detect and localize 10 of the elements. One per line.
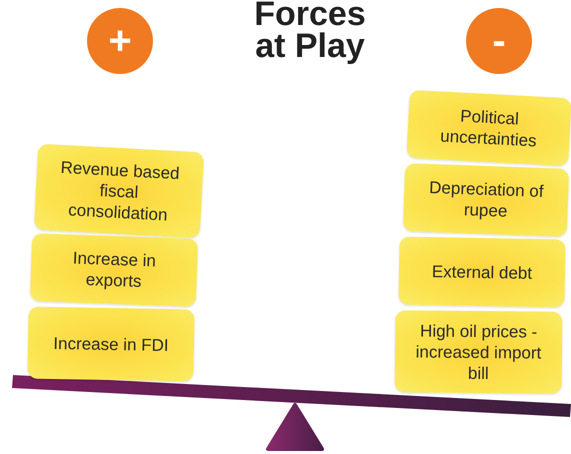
minus-circle: - xyxy=(466,8,532,74)
note-card: Increase in exports xyxy=(30,233,198,307)
note-card: High oil prices - increased import bill xyxy=(394,310,562,394)
plus-circle: + xyxy=(87,8,153,74)
note-card: Revenue based fiscal consolidation xyxy=(34,144,204,238)
note-card: Depreciation of rupee xyxy=(402,163,570,237)
diagram-title: Forces at Play xyxy=(253,0,367,62)
note-card: Political uncertainties xyxy=(406,90,571,166)
note-card: External debt xyxy=(398,236,566,308)
note-card: Increase in FDI xyxy=(27,306,195,382)
